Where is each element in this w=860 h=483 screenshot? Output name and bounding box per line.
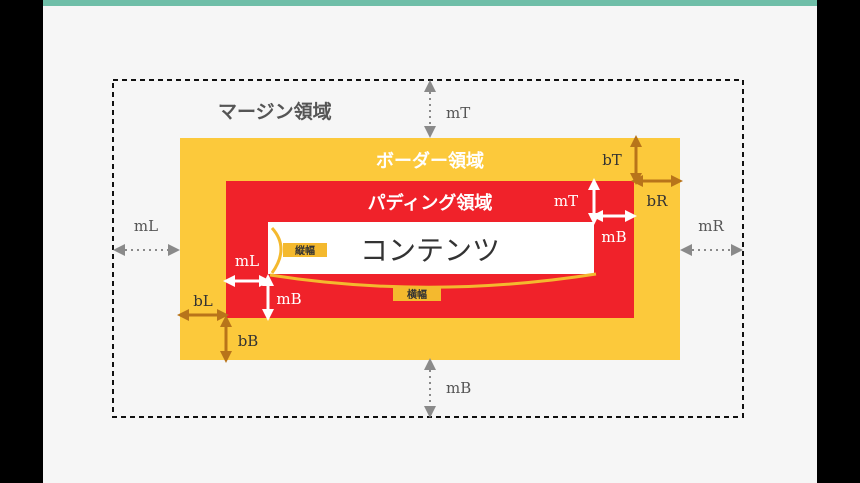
border-right-label: bR [647,192,669,210]
border-top-label: bT [602,151,622,169]
padding-right-label: mB [601,228,626,246]
height-brace [270,226,283,274]
padding-region-label: パディング領域 [368,192,493,214]
border-region-label: ボーダー領域 [376,150,484,172]
height-tag-label: 縦幅 [295,244,315,257]
height-tag [283,243,327,257]
content-label: コンテンツ [360,234,500,267]
width-tag-label: 横幅 [407,288,427,301]
margin-region-label: マージン領域 [218,100,332,123]
margin-top-label: mT [446,104,470,122]
accent-bar [43,0,817,6]
padding-left-label: mL [235,252,259,270]
margin-bottom-label: mB [446,379,471,397]
margin-left-label: mL [134,217,158,235]
padding-top-label: mT [554,192,578,210]
border-left-label: bL [193,292,213,310]
border-bottom-label: bB [238,332,259,350]
width-tag [393,287,441,301]
padding-bottom-label: mB [276,290,301,308]
margin-right-label: mR [698,217,724,235]
